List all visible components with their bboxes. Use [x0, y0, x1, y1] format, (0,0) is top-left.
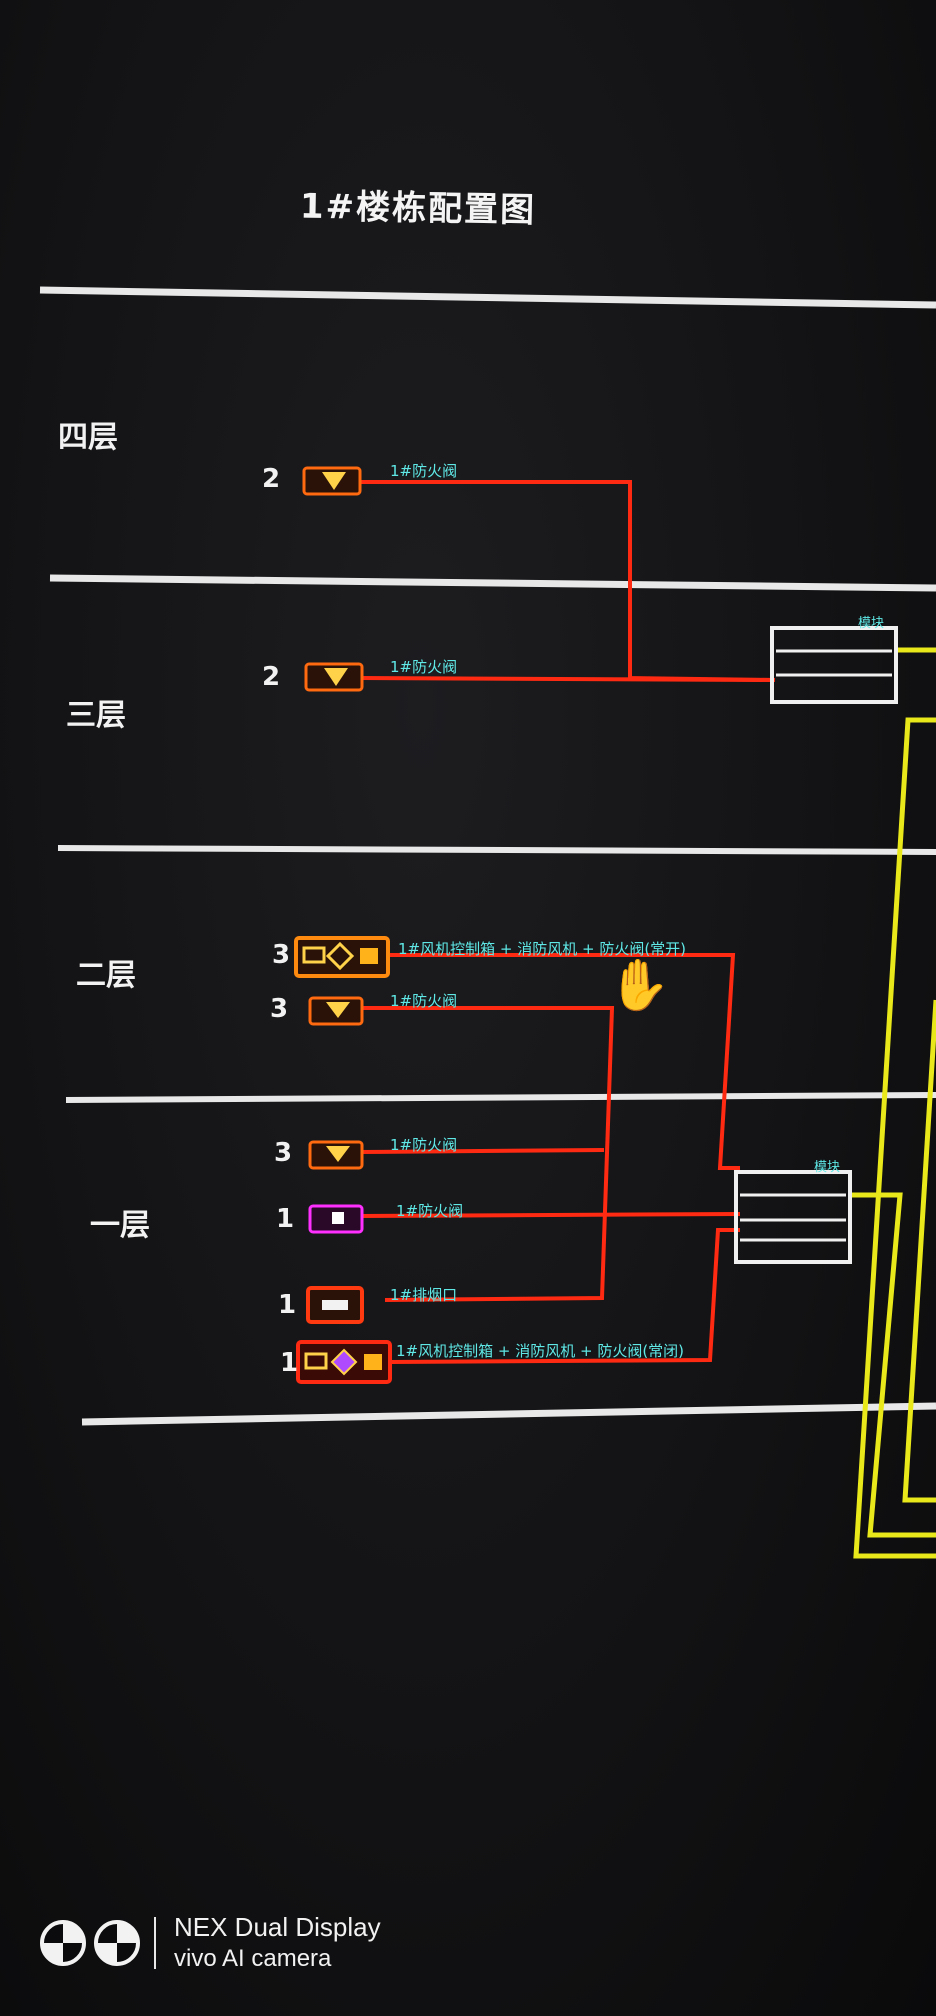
device-label: 1#防火阀 [396, 1202, 464, 1220]
watermark-camera: vivo AI camera [174, 1945, 332, 1972]
floor-divider [39, 286, 936, 309]
device-label: 1#防火阀 [390, 1136, 458, 1154]
device-label: 1#风机控制箱 + 消防风机 + 防火阀(常闭) [396, 1342, 685, 1360]
device-label: 1#风机控制箱 + 消防风机 + 防火阀(常开) [398, 940, 687, 958]
floor-label-2: 二层 [76, 958, 136, 993]
yellow-bus-group [852, 647, 936, 1559]
floor-divider [81, 1402, 936, 1426]
red-wire-group [359, 480, 776, 1364]
floor-label-1: 一层 [90, 1208, 150, 1243]
module-box-upper[interactable] [770, 626, 898, 704]
smoke-outlet-icon[interactable] [306, 1286, 364, 1324]
floor-divider [49, 574, 936, 592]
watermark-device: NEX Dual Display [174, 1912, 381, 1942]
device-index: 1 [278, 1290, 297, 1320]
damper-icon[interactable] [308, 1140, 364, 1170]
camera-watermark: NEX Dual Display vivo AI camera [40, 1912, 381, 1973]
floor-label-3: 三层 [66, 698, 126, 733]
wire-1f-c [389, 1228, 740, 1364]
damper-icon[interactable] [308, 996, 364, 1026]
damper-icon-alarm[interactable] [308, 1204, 364, 1234]
device-index: 3 [274, 1138, 293, 1168]
module-box-label: 模块 [814, 1160, 841, 1175]
floor-divider [57, 845, 936, 855]
wire-3f [359, 676, 776, 682]
module-box-label: 模块 [858, 616, 885, 631]
vivo-camera-logo-icon [40, 1919, 140, 1966]
page-title: 1#楼栋配置图 [299, 186, 537, 231]
device-index: 2 [262, 464, 281, 494]
floor-divider [65, 1092, 936, 1103]
device-index: 3 [270, 994, 289, 1024]
wire-1f-a [359, 1148, 605, 1154]
damper-icon[interactable] [302, 466, 362, 496]
fan-control-combo-icon[interactable] [294, 936, 390, 978]
bus-b [853, 717, 936, 1559]
device-index: 2 [262, 662, 281, 692]
module-box-lower[interactable] [734, 1170, 852, 1264]
wire-2f-a [390, 953, 740, 1170]
watermark-divider [154, 1916, 156, 1969]
floor-label-4: 四层 [58, 420, 118, 455]
device-index: 3 [272, 940, 291, 970]
device-index: 1 [276, 1204, 295, 1234]
device-label: 1#排烟口 [390, 1286, 458, 1304]
wire-1f-b [359, 1212, 741, 1218]
hand-cursor-icon: ✋ [608, 956, 671, 1014]
damper-icon[interactable] [304, 662, 364, 692]
device-label: 1#防火阀 [390, 658, 458, 676]
wire-2f-b [360, 1006, 615, 1302]
bus-d [902, 999, 936, 1503]
device-label: 1#防火阀 [390, 462, 458, 480]
device-index: 1 [280, 1348, 299, 1378]
bus-c [852, 1192, 936, 1538]
fan-control-combo-icon[interactable] [296, 1340, 392, 1384]
device-label: 1#防火阀 [390, 992, 458, 1010]
